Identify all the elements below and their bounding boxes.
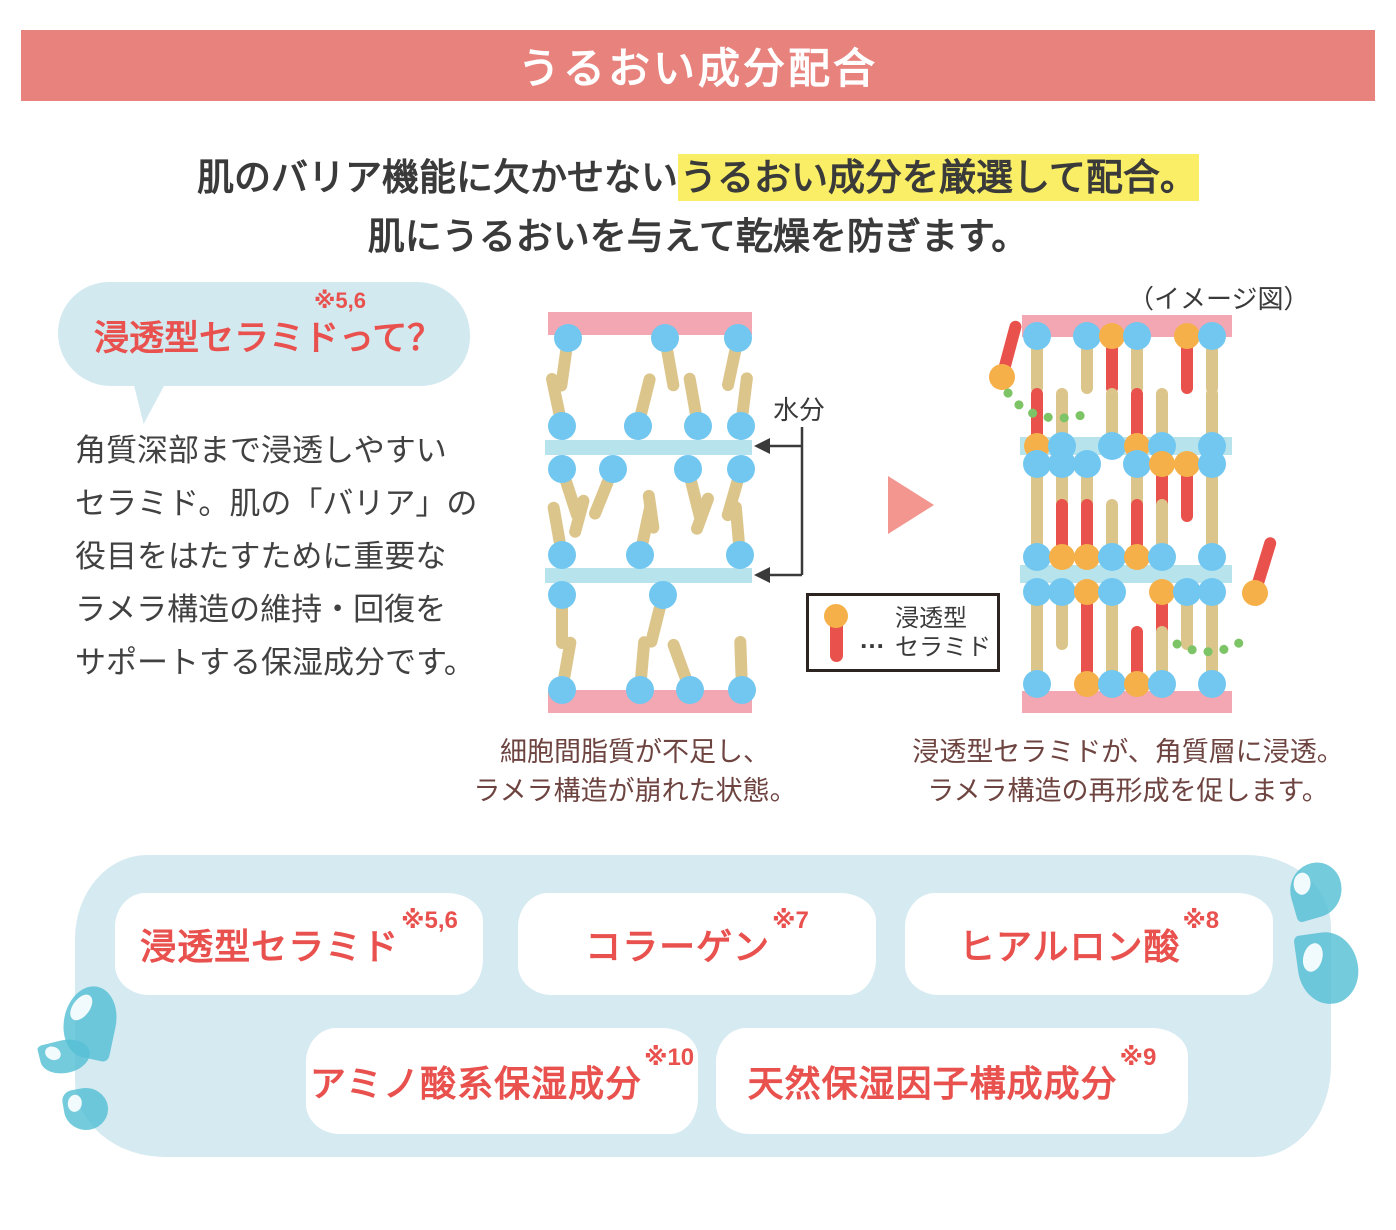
- ingredient-badge-nmf: 天然保湿因子構成成分 ※9: [716, 1028, 1188, 1134]
- description-line: 役目をはたすために重要な: [75, 539, 447, 574]
- disordered-lipids: [540, 321, 762, 708]
- moisture-label: 水分: [773, 395, 826, 425]
- ingredient-badge-amino-acid: アミノ酸系保湿成分 ※10: [306, 1028, 698, 1134]
- ingredient-label: ヒアルロン酸: [958, 926, 1181, 967]
- ordered-lipids: [1023, 322, 1226, 698]
- ingredient-reference: ※5,6: [401, 906, 458, 934]
- image-note: （イメージ図）: [1128, 284, 1310, 314]
- ceramide-legend: … 浸透型 セラミド: [806, 593, 1000, 672]
- lamellar-diagram-after: [986, 315, 1285, 713]
- membrane-bottom: [1022, 691, 1232, 713]
- transition-arrow: [888, 476, 934, 534]
- question-bubble: ※5,6 浸透型セラミドって？: [58, 282, 470, 424]
- description-line: サポートする保湿成分です。: [75, 645, 475, 680]
- water-layer-2: [1020, 565, 1232, 583]
- membrane-top: [548, 312, 752, 335]
- legend-label: 浸透型 セラミド: [895, 604, 991, 661]
- ingredient-label: コラーゲン: [585, 926, 771, 967]
- ingredient-reference: ※7: [772, 906, 809, 934]
- description-line: 角質深部まで浸透しやすい: [75, 433, 447, 468]
- ceramide-description: 角質深部まで浸透しやすい セラミド。肌の「バリア」の 役目をはたすために重要な …: [75, 424, 495, 689]
- ingredient-label: アミノ酸系保湿成分: [309, 1063, 643, 1104]
- ingredient-badge-ceramide: 浸透型セラミド ※5,6: [115, 893, 483, 995]
- bubble-tail: [133, 374, 181, 424]
- lamellar-diagram-before: [540, 312, 804, 713]
- bubble-title: 浸透型セラミドって？: [94, 319, 443, 358]
- moisture-arrowhead-1: [754, 438, 770, 454]
- ingredient-badge-hyaluronic-acid: ヒアルロン酸 ※8: [905, 893, 1273, 995]
- penetration-path-bottom: [1172, 633, 1252, 657]
- ingredient-label: 天然保湿因子構成成分: [747, 1063, 1118, 1104]
- legend-ellipsis: …: [859, 624, 885, 654]
- ingredient-label: 浸透型セラミド: [140, 926, 400, 967]
- ingredient-badge-collagen: コラーゲン ※7: [518, 893, 876, 995]
- moisture-arrowhead-2: [754, 567, 770, 583]
- ingredient-reference: ※8: [1182, 906, 1220, 934]
- ceramide-icon: [823, 603, 849, 662]
- ingredient-reference: ※9: [1119, 1043, 1157, 1071]
- intro-line-1: 肌のバリア機能に欠かせないうるおい成分を厳選して配合。: [0, 148, 1396, 207]
- penetration-path-top: [1003, 388, 1092, 423]
- intro-text: 肌のバリア機能に欠かせないうるおい成分を厳選して配合。 肌にうるおいを与えて乾燥…: [0, 148, 1396, 266]
- penetrating-ceramides: [986, 317, 1285, 657]
- description-line: ラメラ構造の維持・回復を: [75, 592, 447, 627]
- highlighted-text: うるおい成分を厳選して配合。: [678, 154, 1199, 201]
- page-title: うるおい成分配合: [517, 45, 878, 92]
- bubble-reference: ※5,6: [314, 288, 366, 313]
- caption-before: 細胞間脂質が不足し、 ラメラ構造が崩れた状態。: [473, 737, 797, 806]
- ingredient-reference: ※10: [644, 1043, 695, 1071]
- header-banner: うるおい成分配合: [21, 30, 1375, 101]
- water-layer-2: [545, 568, 752, 583]
- water-layer-1: [545, 440, 752, 455]
- moisture-pointer-lines: [766, 427, 804, 577]
- intro-line-2: 肌にうるおいを与えて乾燥を防ぎます。: [367, 216, 1029, 257]
- caption-after: 浸透型セラミドが、角質層に浸透。 ラメラ構造の再形成を促します。: [912, 737, 1344, 806]
- description-line: セラミド。肌の「バリア」の: [75, 486, 478, 521]
